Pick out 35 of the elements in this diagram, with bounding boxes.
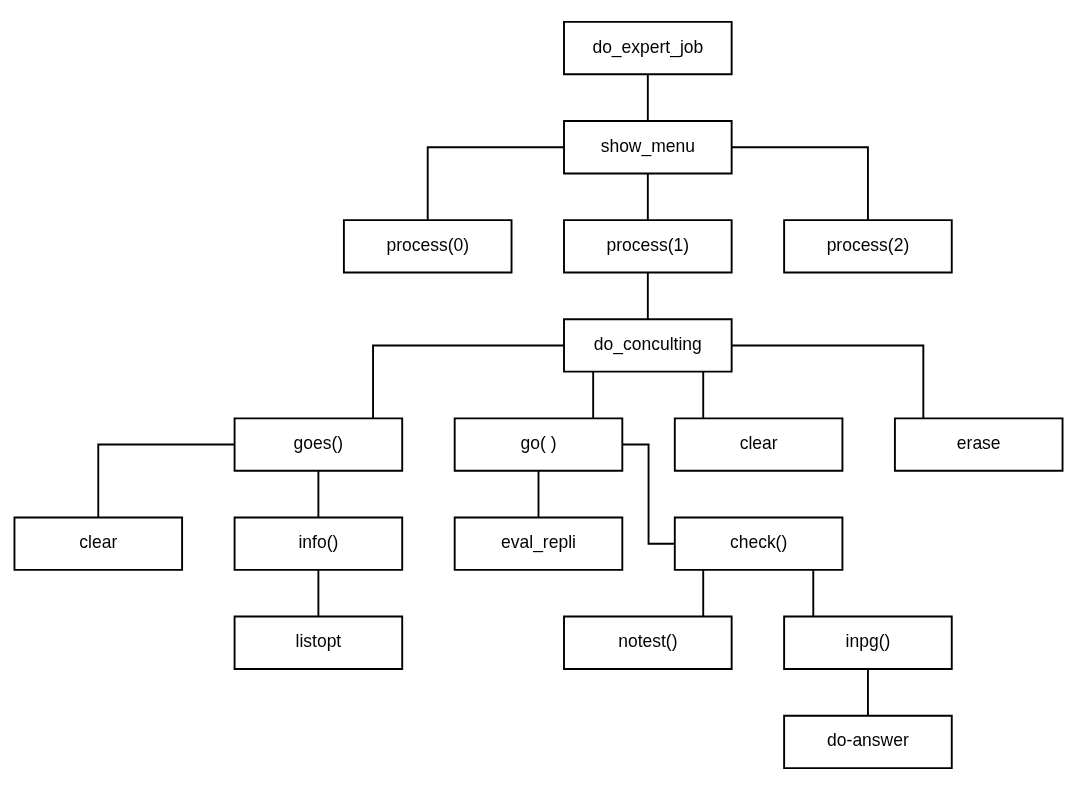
node-box: show_menu — [563, 120, 733, 175]
connector — [702, 569, 705, 618]
connector — [730, 146, 869, 221]
connector — [621, 443, 676, 545]
connector — [646, 271, 649, 320]
connector — [317, 569, 320, 618]
connector — [731, 344, 925, 419]
connector — [646, 172, 649, 221]
connector — [426, 146, 565, 221]
node-box: process(2) — [783, 219, 953, 274]
node-box: eval_repli — [453, 516, 624, 571]
node-box: goes() — [233, 417, 404, 472]
connector — [646, 73, 649, 122]
connector — [537, 470, 540, 518]
connector — [97, 443, 236, 519]
node-box: do_expert_job — [563, 20, 733, 76]
connector — [372, 344, 565, 419]
node-box: erase — [893, 417, 1064, 472]
connector — [812, 569, 815, 618]
node-box: clear — [13, 516, 184, 571]
node-box: info() — [233, 516, 404, 571]
node-box: go( ) — [453, 417, 624, 472]
node-box: clear — [673, 417, 844, 472]
node-box: notest() — [563, 615, 733, 670]
node-box: do_conculting — [563, 318, 733, 373]
connector — [702, 371, 705, 419]
node-box: listopt — [233, 615, 404, 670]
connector — [592, 371, 595, 419]
node-box: check() — [673, 516, 844, 571]
node-box: process(0) — [342, 219, 513, 274]
connector — [867, 668, 869, 717]
node-box: do-answer — [783, 714, 953, 770]
node-box: process(1) — [563, 219, 733, 274]
connector — [317, 470, 320, 518]
node-box: inpg() — [783, 615, 953, 670]
